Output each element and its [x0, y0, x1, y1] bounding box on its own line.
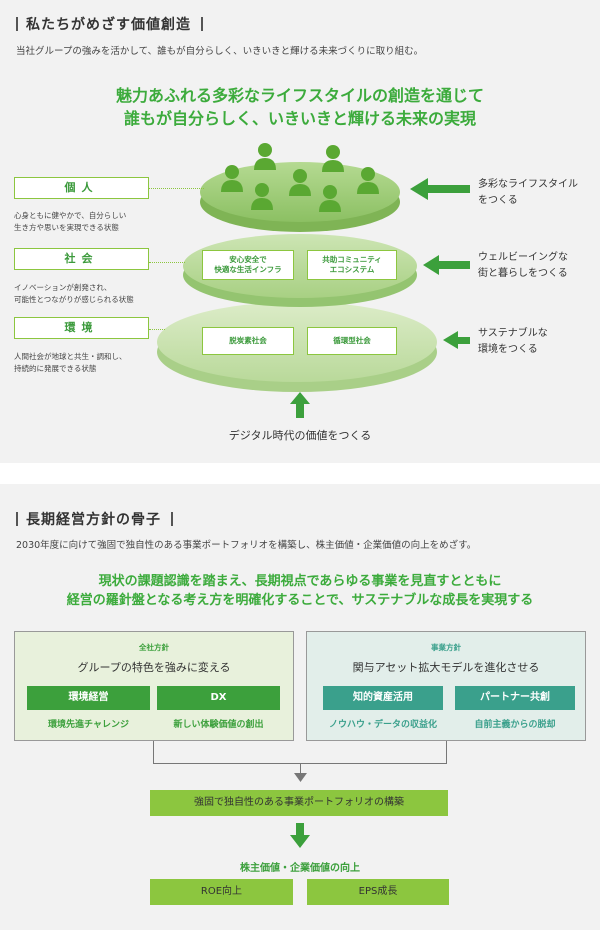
- desc-line: 可能性とつながりが感じられる状態: [14, 294, 134, 304]
- section2-description: 2030年度に向けて強固で独自性のある事業ポートフォリオを構築し、株主価値・企業…: [16, 540, 477, 551]
- connector-environment: [149, 329, 165, 330]
- arrow-down-icon: [294, 773, 307, 782]
- title-bar-right: [171, 512, 173, 526]
- tag-line: 快適な生活インフラ: [214, 265, 282, 274]
- arrow-left-icon: [410, 178, 470, 200]
- section1-description: 当社グループの強みを活かして、誰もが自分らしく、いきいきと輝ける未来づくりに取り…: [16, 46, 424, 57]
- person-icon: [221, 165, 243, 192]
- right-text-wellbeing: ウェルビーイングな 街と暮らしをつくる: [478, 250, 568, 282]
- section1-headline-line1: 魅力あふれる多彩なライフスタイルの創造を通じて: [115, 86, 484, 105]
- section2-headline-line1: 現状の課題認識を踏まえ、長期視点であらゆる事業を見直すとともに: [98, 574, 502, 589]
- right-line: をつくる: [478, 195, 518, 206]
- connector-individual: [149, 188, 204, 189]
- tag-line: 安心安全で: [229, 254, 267, 264]
- dx-button: DX: [157, 686, 280, 710]
- desc-society: イノベーションが創発され、 可能性とつながりが感じられる状態: [14, 282, 164, 305]
- partner-cocreation-caption: 自前主義からの脱却: [474, 720, 556, 730]
- section1-headline-line2: 誰もが自分らしく、いきいきと輝ける未来の実現: [123, 109, 476, 129]
- intellectual-assets-button: 知的資産活用: [323, 686, 443, 710]
- value-improvement-title: 株主価値・企業価値の向上: [240, 863, 360, 874]
- company-policy-label: 全社方針: [139, 643, 169, 652]
- right-line: サステナブルな: [478, 328, 548, 339]
- section2-title: 長期経営方針の骨子: [26, 512, 161, 528]
- section1-headline: 魅力あふれる多彩なライフスタイルの創造を通じて 誰もが自分らしく、いきいきと輝け…: [0, 84, 600, 130]
- desc-individual: 心身ともに健やかで、自分らしい 生き方や思いを実現できる状態: [14, 210, 164, 233]
- tag-infrastructure: 安心安全で快適な生活インフラ: [202, 250, 294, 280]
- title-bar-left: [16, 17, 18, 31]
- desc-line: 持続的に発展できる状態: [14, 363, 97, 373]
- person-icon: [322, 145, 344, 172]
- title-bar-left: [16, 512, 18, 526]
- arrow-left-icon: [423, 255, 470, 275]
- right-arrows: [410, 178, 470, 349]
- right-line: 環境をつくる: [478, 344, 538, 355]
- business-policy-label: 事業方針: [431, 643, 461, 652]
- right-text-sustainable: サステナブルな 環境をつくる: [478, 326, 548, 358]
- connector-society: [149, 262, 185, 263]
- right-text-lifestyle: 多彩なライフスタイル をつくる: [478, 177, 578, 209]
- bottom-disc: [157, 302, 437, 382]
- company-policy-title: グループの特色を強みに変える: [77, 661, 231, 674]
- partner-cocreation-button: パートナー共創: [455, 686, 575, 710]
- person-icon: [254, 143, 276, 170]
- desc-line: 心身ともに健やかで、自分らしい: [14, 211, 127, 220]
- label-society: 社会: [14, 248, 149, 270]
- tag-line: エコシステム: [329, 265, 375, 274]
- section1-title: 私たちがめざす価値創造: [26, 17, 191, 33]
- tag-decarbonized: 脱炭素社会: [202, 327, 294, 355]
- person-icon: [251, 183, 273, 210]
- roe-bar: ROE向上: [150, 879, 293, 905]
- connector-line: [446, 741, 447, 763]
- connector-line: [153, 741, 154, 763]
- section2-headline: 現状の課題認識を踏まえ、長期視点であらゆる事業を見直すとともに 経営の羅針盤とな…: [0, 573, 600, 611]
- section2-title-wrap: 長期経営方針の骨子: [16, 509, 173, 529]
- person-icon: [289, 169, 311, 196]
- right-line: 街と暮らしをつくる: [478, 268, 568, 279]
- desc-line: 人間社会が地球と共生・調和し、: [14, 352, 127, 361]
- digital-value-text: デジタル時代の価値をつくる: [228, 429, 372, 442]
- eps-bar: EPS成長: [307, 879, 449, 905]
- dx-caption: 新しい体験価値の創出: [173, 720, 264, 730]
- intellectual-assets-caption: ノウハウ・データの収益化: [328, 720, 437, 730]
- desc-line: イノベーションが創発され、: [14, 283, 112, 292]
- environmental-caption: 環境先進チャレンジ: [48, 720, 129, 730]
- tag-line: 共助コミュニティ: [322, 254, 382, 264]
- right-line: ウェルビーイングな: [478, 252, 568, 263]
- title-bar-right: [201, 17, 203, 31]
- desc-environment: 人間社会が地球と共生・調和し、 持続的に発展できる状態: [14, 351, 164, 374]
- tag-community: 共助コミュニティエコシステム: [307, 250, 397, 280]
- people-icons: [221, 143, 379, 212]
- business-policy-title: 関与アセット拡大モデルを進化させる: [352, 661, 540, 674]
- tiered-discs-illustration: [157, 143, 470, 418]
- section1-title-wrap: 私たちがめざす価値創造: [16, 14, 203, 34]
- tag-circular: 循環型社会: [307, 327, 397, 355]
- label-individual: 個人: [14, 177, 149, 199]
- section2-headline-line2: 経営の羅針盤となる考え方を明確化することで、サステナブルな成長を実現する: [66, 592, 534, 608]
- desc-line: 生き方や思いを実現できる状態: [14, 222, 119, 232]
- connector-line: [300, 763, 301, 775]
- arrow-left-icon: [443, 331, 470, 349]
- arrow-down-icon: [290, 823, 310, 848]
- right-line: 多彩なライフスタイル: [478, 179, 578, 190]
- person-icon: [357, 167, 379, 194]
- environmental-management-button: 環境経営: [27, 686, 150, 710]
- person-icon: [319, 185, 341, 212]
- portfolio-bar: 強固で独自性のある事業ポートフォリオの構築: [150, 790, 448, 816]
- arrow-up-icon: [290, 392, 310, 418]
- label-environment: 環境: [14, 317, 149, 339]
